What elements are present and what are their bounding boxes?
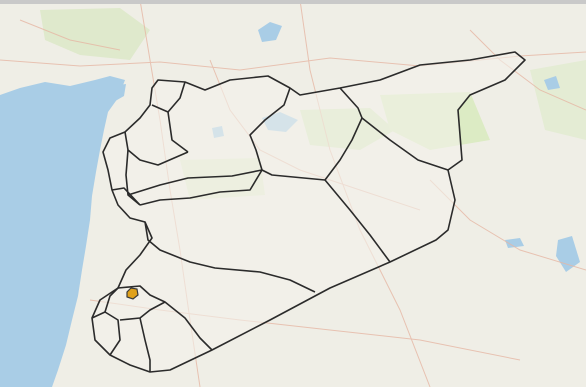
country-fill: [92, 52, 525, 372]
highlighted-region[interactable]: [126, 287, 139, 300]
bay-area: [92, 84, 126, 104]
window-top-edge: [0, 0, 586, 4]
sea-area: [0, 76, 125, 387]
boundary-lines: [91, 51, 526, 373]
country-border: [91, 51, 526, 373]
